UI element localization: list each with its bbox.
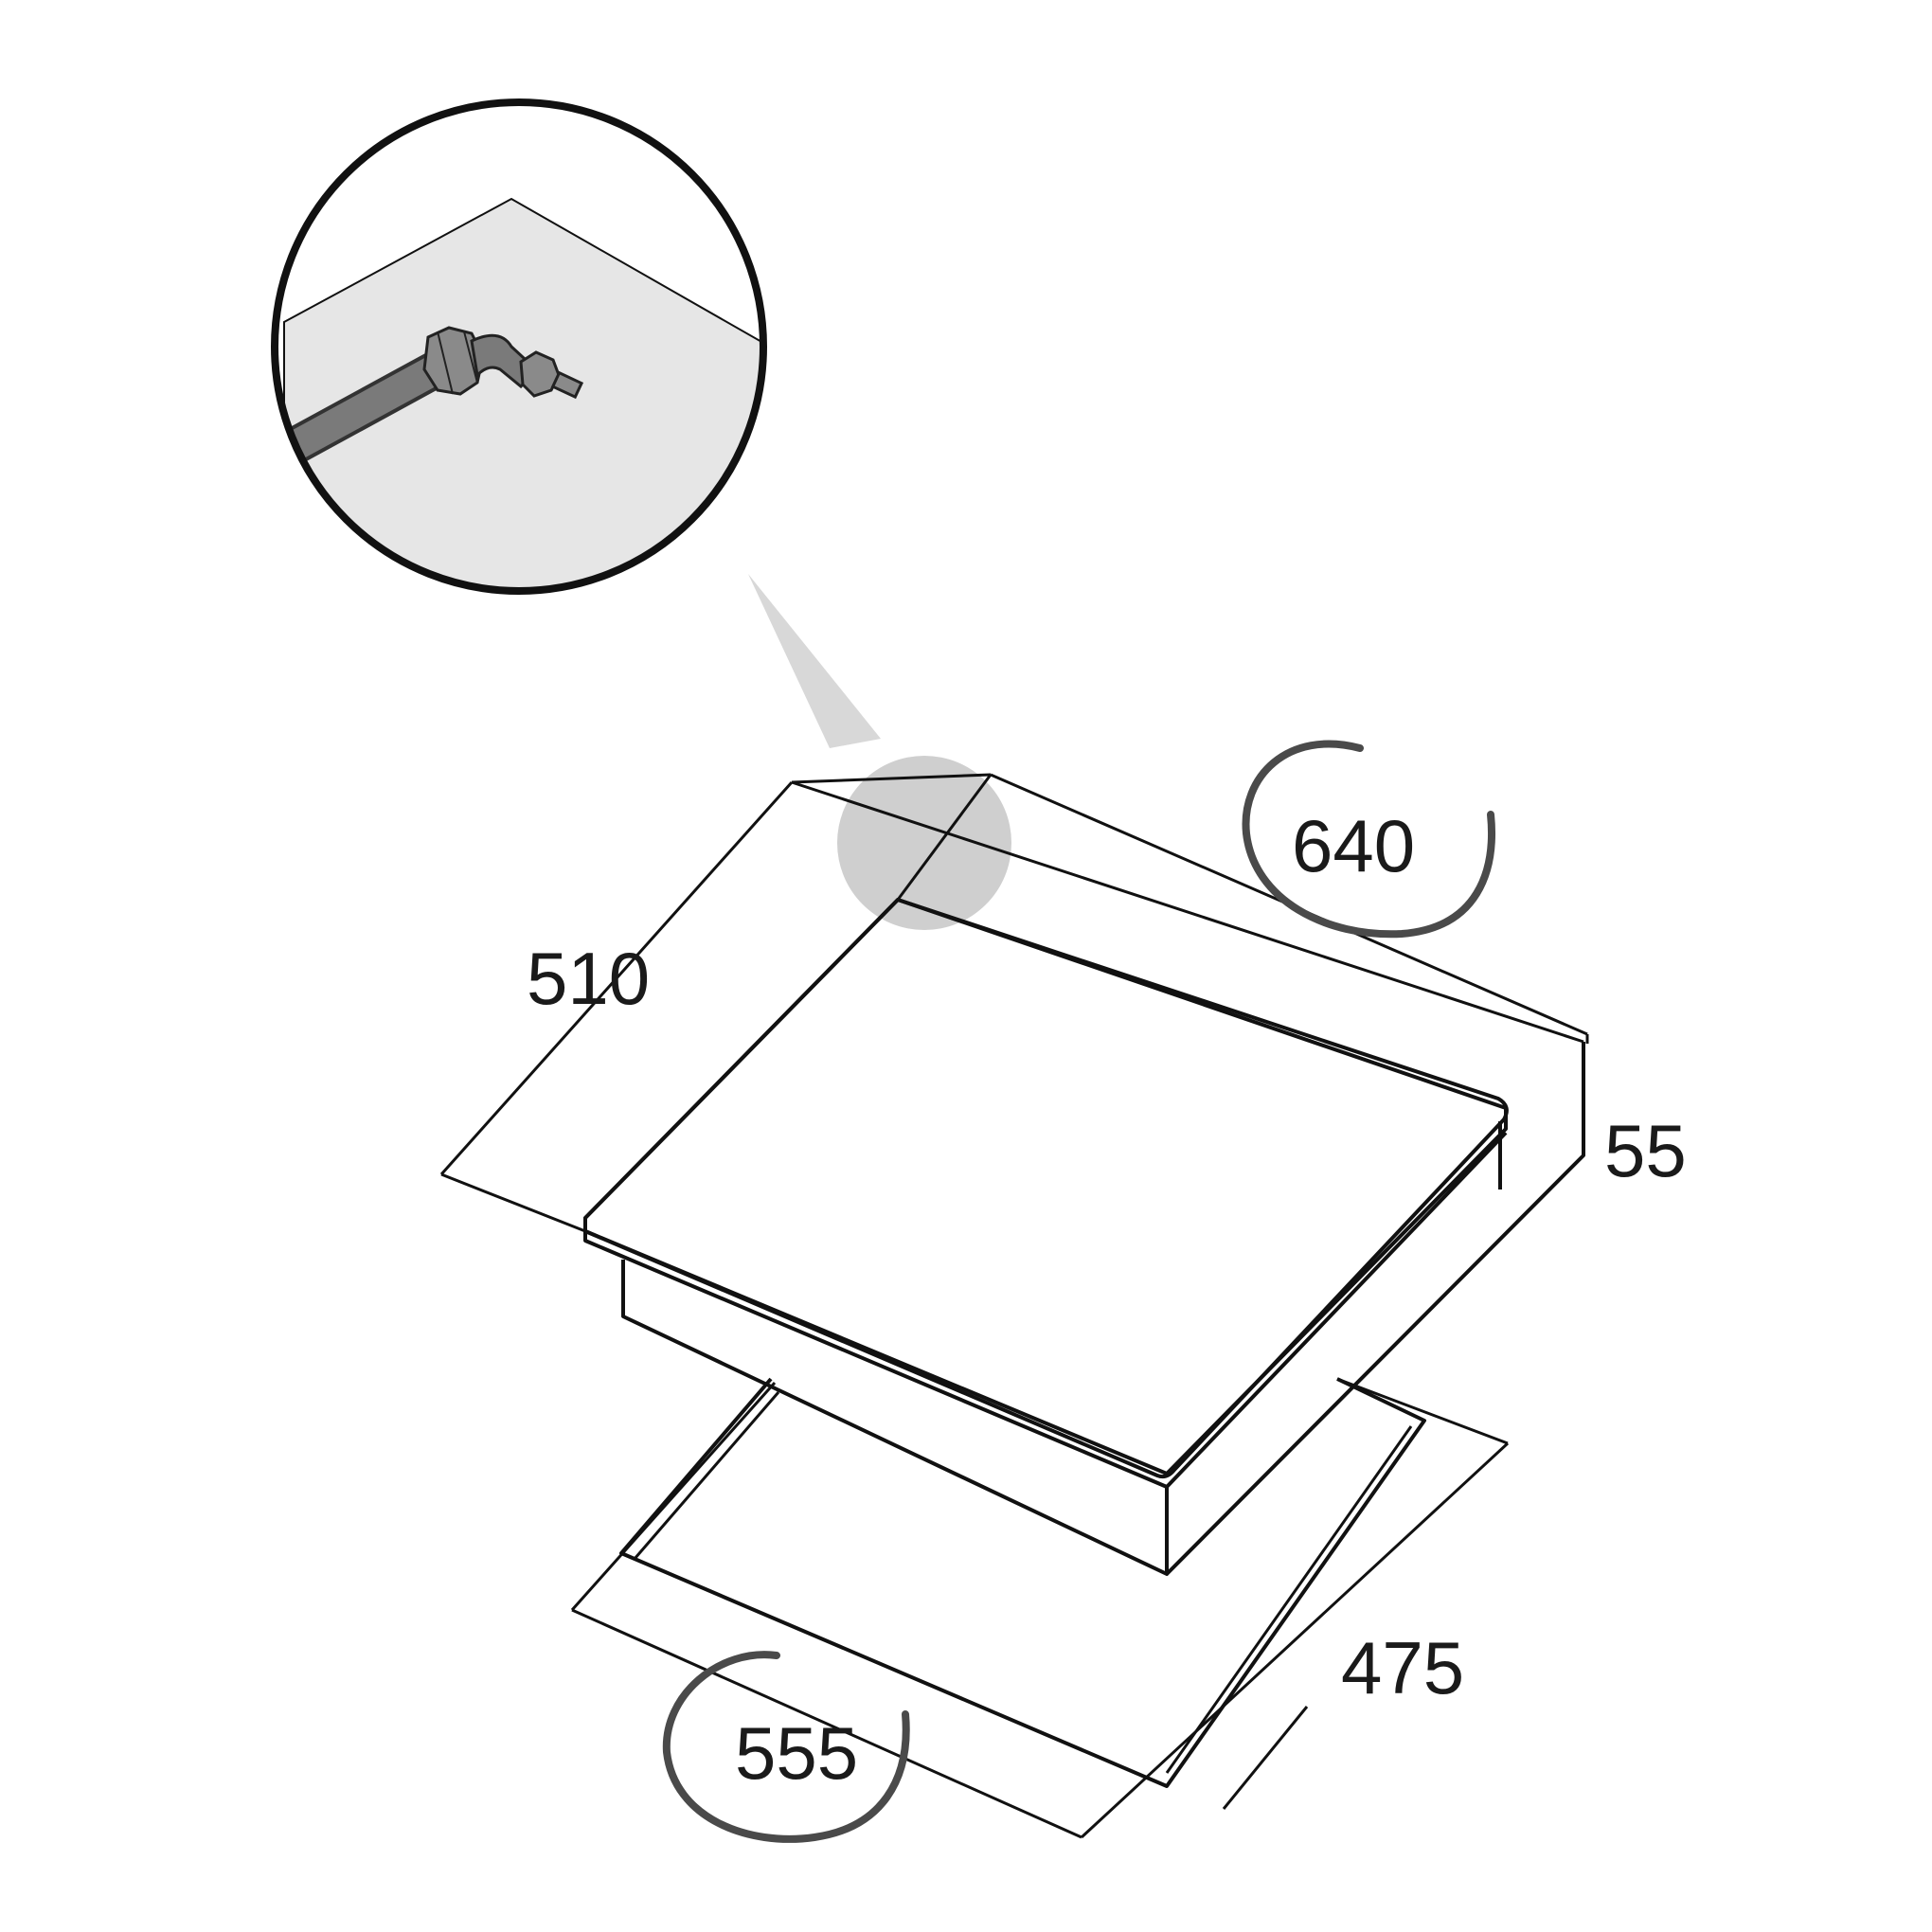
swoosh-640 (1242, 740, 1495, 939)
dimension-label-height: 55 (1604, 1109, 1687, 1192)
cutout-outline (619, 1377, 1426, 1788)
dimension-label-width-top: 640 (1292, 804, 1415, 887)
cutout-dimension-lines (570, 1377, 1510, 1839)
dimension-label-cutout-depth: 475 (1341, 1626, 1464, 1709)
dimension-label-cutout-width: 555 (735, 1711, 858, 1795)
detail-pointer (748, 574, 881, 748)
gas-connection-detail (271, 98, 767, 595)
swoosh-555 (662, 1651, 910, 1843)
detail-circle-border (271, 98, 767, 595)
hob-top-plate (583, 898, 1509, 1515)
dimension-label-depth-top: 510 (527, 937, 650, 1020)
connection-highlight (837, 756, 1011, 930)
